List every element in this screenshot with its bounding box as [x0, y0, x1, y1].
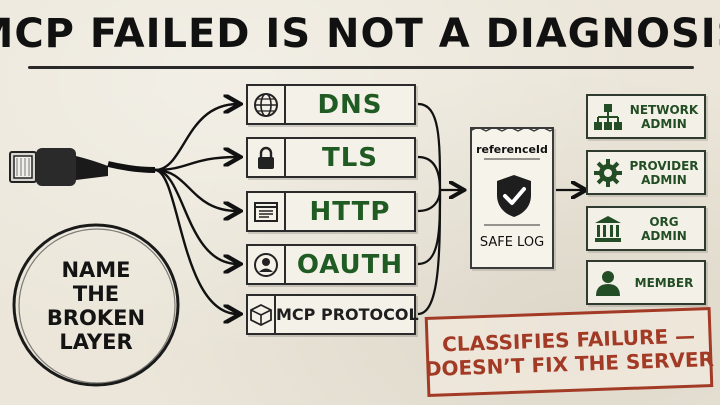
- network-icon: [594, 103, 622, 130]
- receipt-decoration: [470, 127, 554, 226]
- layer-dns: DNS: [246, 84, 416, 125]
- fanout-lines: [154, 104, 238, 314]
- disclaimer-stamp: CLASSIFIES FAILURE — DOESN’T FIX THE SER…: [425, 307, 714, 397]
- role-provider-admin: PROVIDER ADMIN: [586, 150, 706, 195]
- callout-line-3: BROKEN: [46, 306, 146, 330]
- ethernet-cable-icon: [9, 148, 156, 186]
- cube-icon: [250, 303, 272, 326]
- layer-tls: TLS: [246, 137, 416, 178]
- callout-line-1: NAME: [61, 258, 131, 282]
- collect-lines: [417, 102, 462, 316]
- role-label: NETWORK ADMIN: [629, 102, 699, 131]
- layer-label: HTTP: [309, 196, 391, 227]
- callout-circle: [12, 223, 180, 387]
- browser-window-icon: [254, 201, 278, 222]
- role-network-admin: NETWORK ADMIN: [586, 94, 706, 139]
- safe-log-receipt: referenceId SAFE LOG: [470, 127, 554, 269]
- callout-line-2: THE: [72, 282, 120, 306]
- reference-id-label: referenceId: [476, 143, 548, 156]
- title-underline: [28, 66, 694, 69]
- role-label: ORG ADMIN: [641, 214, 687, 243]
- institution-icon: [595, 215, 621, 242]
- user-circle-icon: [254, 252, 278, 277]
- layer-label: DNS: [317, 89, 383, 120]
- safe-log-label: SAFE LOG: [479, 235, 545, 250]
- shield-check-icon: [497, 175, 531, 217]
- callout-line-4: LAYER: [59, 330, 133, 354]
- lock-icon: [258, 146, 274, 169]
- role-label: PROVIDER ADMIN: [629, 158, 699, 187]
- page-title: MCP FAILED IS NOT A DIAGNOSIS: [0, 11, 720, 57]
- callout-text: NAME THE BROKEN LAYER: [26, 236, 166, 376]
- layer-label: TLS: [321, 142, 379, 173]
- gear-icon: [594, 158, 622, 187]
- layer-oauth: OAUTH: [246, 244, 416, 285]
- role-org-admin: ORG ADMIN: [586, 206, 706, 251]
- layer-mcp-protocol: MCP PROTOCOL: [246, 294, 419, 335]
- person-icon: [596, 270, 620, 296]
- layer-label: MCP PROTOCOL: [276, 305, 419, 324]
- role-label: MEMBER: [634, 275, 694, 290]
- globe-icon: [254, 92, 278, 117]
- role-member: MEMBER: [586, 260, 706, 305]
- layer-label: OAUTH: [296, 249, 404, 280]
- layer-http: HTTP: [246, 191, 416, 232]
